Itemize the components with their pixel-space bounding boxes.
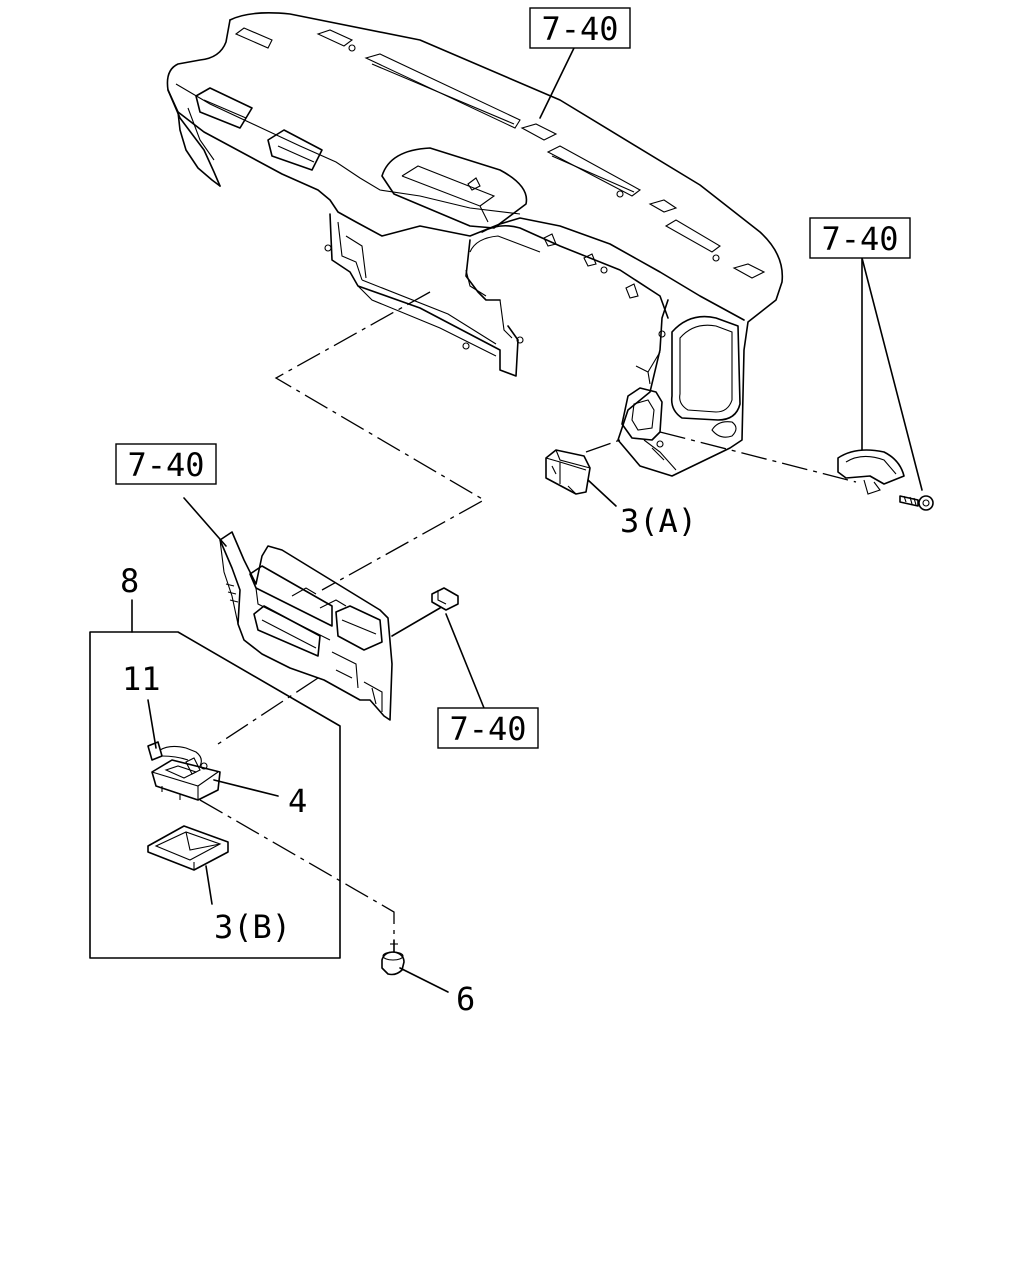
ref-box-right: 7-40 — [809, 217, 911, 259]
callout-3a: 3(A) — [620, 502, 697, 540]
part-3a-pocket — [545, 449, 591, 495]
callout-8: 8 — [120, 562, 139, 600]
callout-4: 4 — [288, 782, 307, 820]
leader-lines — [131, 47, 923, 993]
group-box-8 — [89, 631, 341, 959]
cluster-bezel — [219, 531, 393, 721]
assembly-lines — [199, 291, 857, 940]
callout-6: 6 — [456, 980, 475, 1018]
clip — [431, 587, 459, 611]
ref-label-right: 7-40 — [821, 220, 898, 258]
ref-box-left: 7-40 — [115, 443, 217, 485]
callout-11: 11 — [122, 660, 161, 698]
part-3b-tray — [147, 825, 229, 871]
side-cover — [837, 449, 905, 495]
ref-label-left: 7-40 — [127, 446, 204, 484]
ref-label-lower: 7-40 — [449, 710, 526, 748]
ref-box-lower: 7-40 — [437, 707, 539, 749]
part-4-switch — [151, 757, 221, 801]
ref-box-top: 7-40 — [529, 7, 631, 49]
ref-label-top: 7-40 — [541, 10, 618, 48]
part-6-knob — [381, 939, 405, 976]
instrument-panel — [166, 12, 784, 477]
screw — [899, 495, 934, 511]
callout-3b: 3(B) — [214, 908, 291, 946]
